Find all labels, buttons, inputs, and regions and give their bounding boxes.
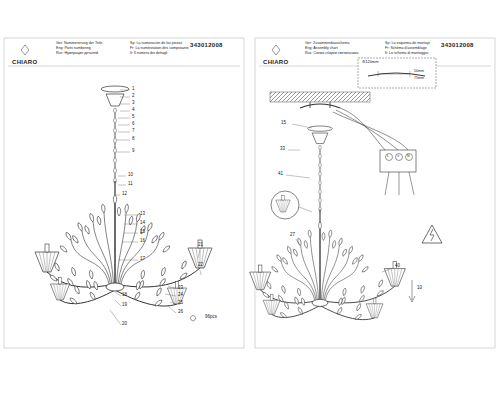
callout-number: 1 xyxy=(132,87,135,92)
note-text: Eng: Assembly chart xyxy=(305,47,338,51)
callout-number: 41 xyxy=(278,172,283,177)
callout-number: 26 xyxy=(178,310,183,315)
callout-number: 10 xyxy=(128,173,133,178)
header-text: CHIARO xyxy=(12,59,37,65)
callout-number: 15 xyxy=(281,121,286,126)
note-text: Rus: Схема сборки светильника xyxy=(305,52,358,56)
callout-number: 16 xyxy=(140,239,145,244)
note-text: ⏚ xyxy=(397,155,400,159)
callout-number: 5 xyxy=(132,115,135,120)
note-text: Sp: La numeración de las piezas xyxy=(130,42,182,46)
callout-number: 23 xyxy=(178,286,183,291)
callout-number: 25 xyxy=(178,301,183,306)
callout-number: 13 xyxy=(140,212,145,217)
note-text: Eng: Parts numbering xyxy=(56,47,91,51)
callout-number: 6 xyxy=(132,122,135,127)
callout-number: 9 xyxy=(132,149,135,154)
header-text: 343012008 xyxy=(441,42,474,48)
callout-number: 22 xyxy=(198,263,203,268)
callout-number: 14 xyxy=(140,221,145,226)
callout-number: 24 xyxy=(178,293,183,298)
note-text: 50mm xyxy=(414,70,424,74)
note-text: 75mm xyxy=(414,77,424,81)
note-text: Fr: La numérotation des composants xyxy=(130,47,189,51)
note-text: N xyxy=(407,155,410,159)
callout-number: 4 xyxy=(132,108,135,113)
callout-number: 40 xyxy=(395,264,400,269)
callout-number: 8 xyxy=(132,137,135,142)
callout-number: 7 xyxy=(132,129,135,134)
note-text: Rus: Нумерация деталей xyxy=(56,52,98,56)
callout-number: 12 xyxy=(122,192,127,197)
note-text: L xyxy=(387,155,389,159)
header-text: CHIARO xyxy=(263,59,288,65)
callout-number: 27 xyxy=(290,233,295,238)
callout-number: 10 xyxy=(417,286,422,291)
note-text: Φ120mm xyxy=(362,60,379,64)
callout-number: 2 xyxy=(132,94,135,99)
note-text: Fr: Schéma d'assemblage xyxy=(385,47,427,51)
note-text: Ger: Zusammenbauschema xyxy=(305,42,350,46)
header-text: 343012008 xyxy=(190,42,223,48)
note-text: It: Lo schema di montaggio xyxy=(385,52,428,56)
note-text: Ger: Nummerierung der Teile xyxy=(56,42,102,46)
note-text: Sp: La esquema de montaje xyxy=(385,42,430,46)
callout-number: 21 xyxy=(198,243,203,248)
callout-number: 33 xyxy=(280,147,285,152)
callout-number: 19 xyxy=(122,303,127,308)
callout-number: 11 xyxy=(128,182,133,187)
callout-number: 20 xyxy=(122,322,127,327)
callout-number: 15 xyxy=(140,230,145,235)
callout-number: 17 xyxy=(140,257,145,262)
callout-number: 96pcs xyxy=(205,315,217,320)
note-text: It: Il numero dei dettagli xyxy=(130,52,167,56)
callout-number: 3 xyxy=(132,101,135,106)
callout-number: 18 xyxy=(122,293,127,298)
